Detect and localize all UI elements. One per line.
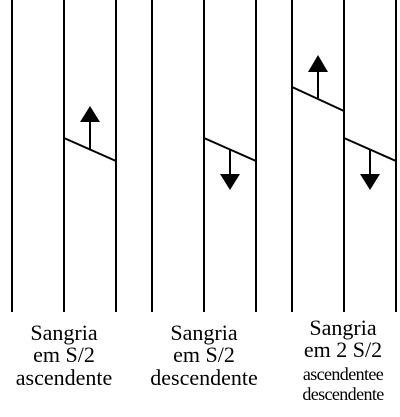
arrow-down-icon: [220, 150, 240, 190]
caption-line: em S/2: [33, 342, 95, 367]
caption-line: ascendente: [16, 365, 113, 390]
panel-descendente: [151, 0, 257, 312]
caption-line: descendente: [150, 365, 258, 390]
caption-line: Sangria: [170, 320, 237, 345]
bleeding-step-line: [291, 86, 345, 112]
arrow-up-icon: [308, 55, 328, 98]
caption-line: em 2 S/2: [304, 337, 382, 362]
caption-line: em S/2: [173, 342, 235, 367]
bleeding-step-line: [203, 137, 257, 162]
caption-line: Sangria: [30, 320, 97, 345]
arrow-up-icon: [80, 106, 100, 150]
caption-line: ascendentee: [303, 364, 384, 384]
panel-ascendente-descendente: [291, 0, 397, 312]
bleeding-step-line: [343, 137, 397, 162]
caption-line: descendente: [302, 384, 384, 404]
arrow-down-icon: [360, 150, 380, 190]
panel-ascendente: [11, 0, 117, 312]
caption-line: Sangria: [309, 315, 376, 340]
